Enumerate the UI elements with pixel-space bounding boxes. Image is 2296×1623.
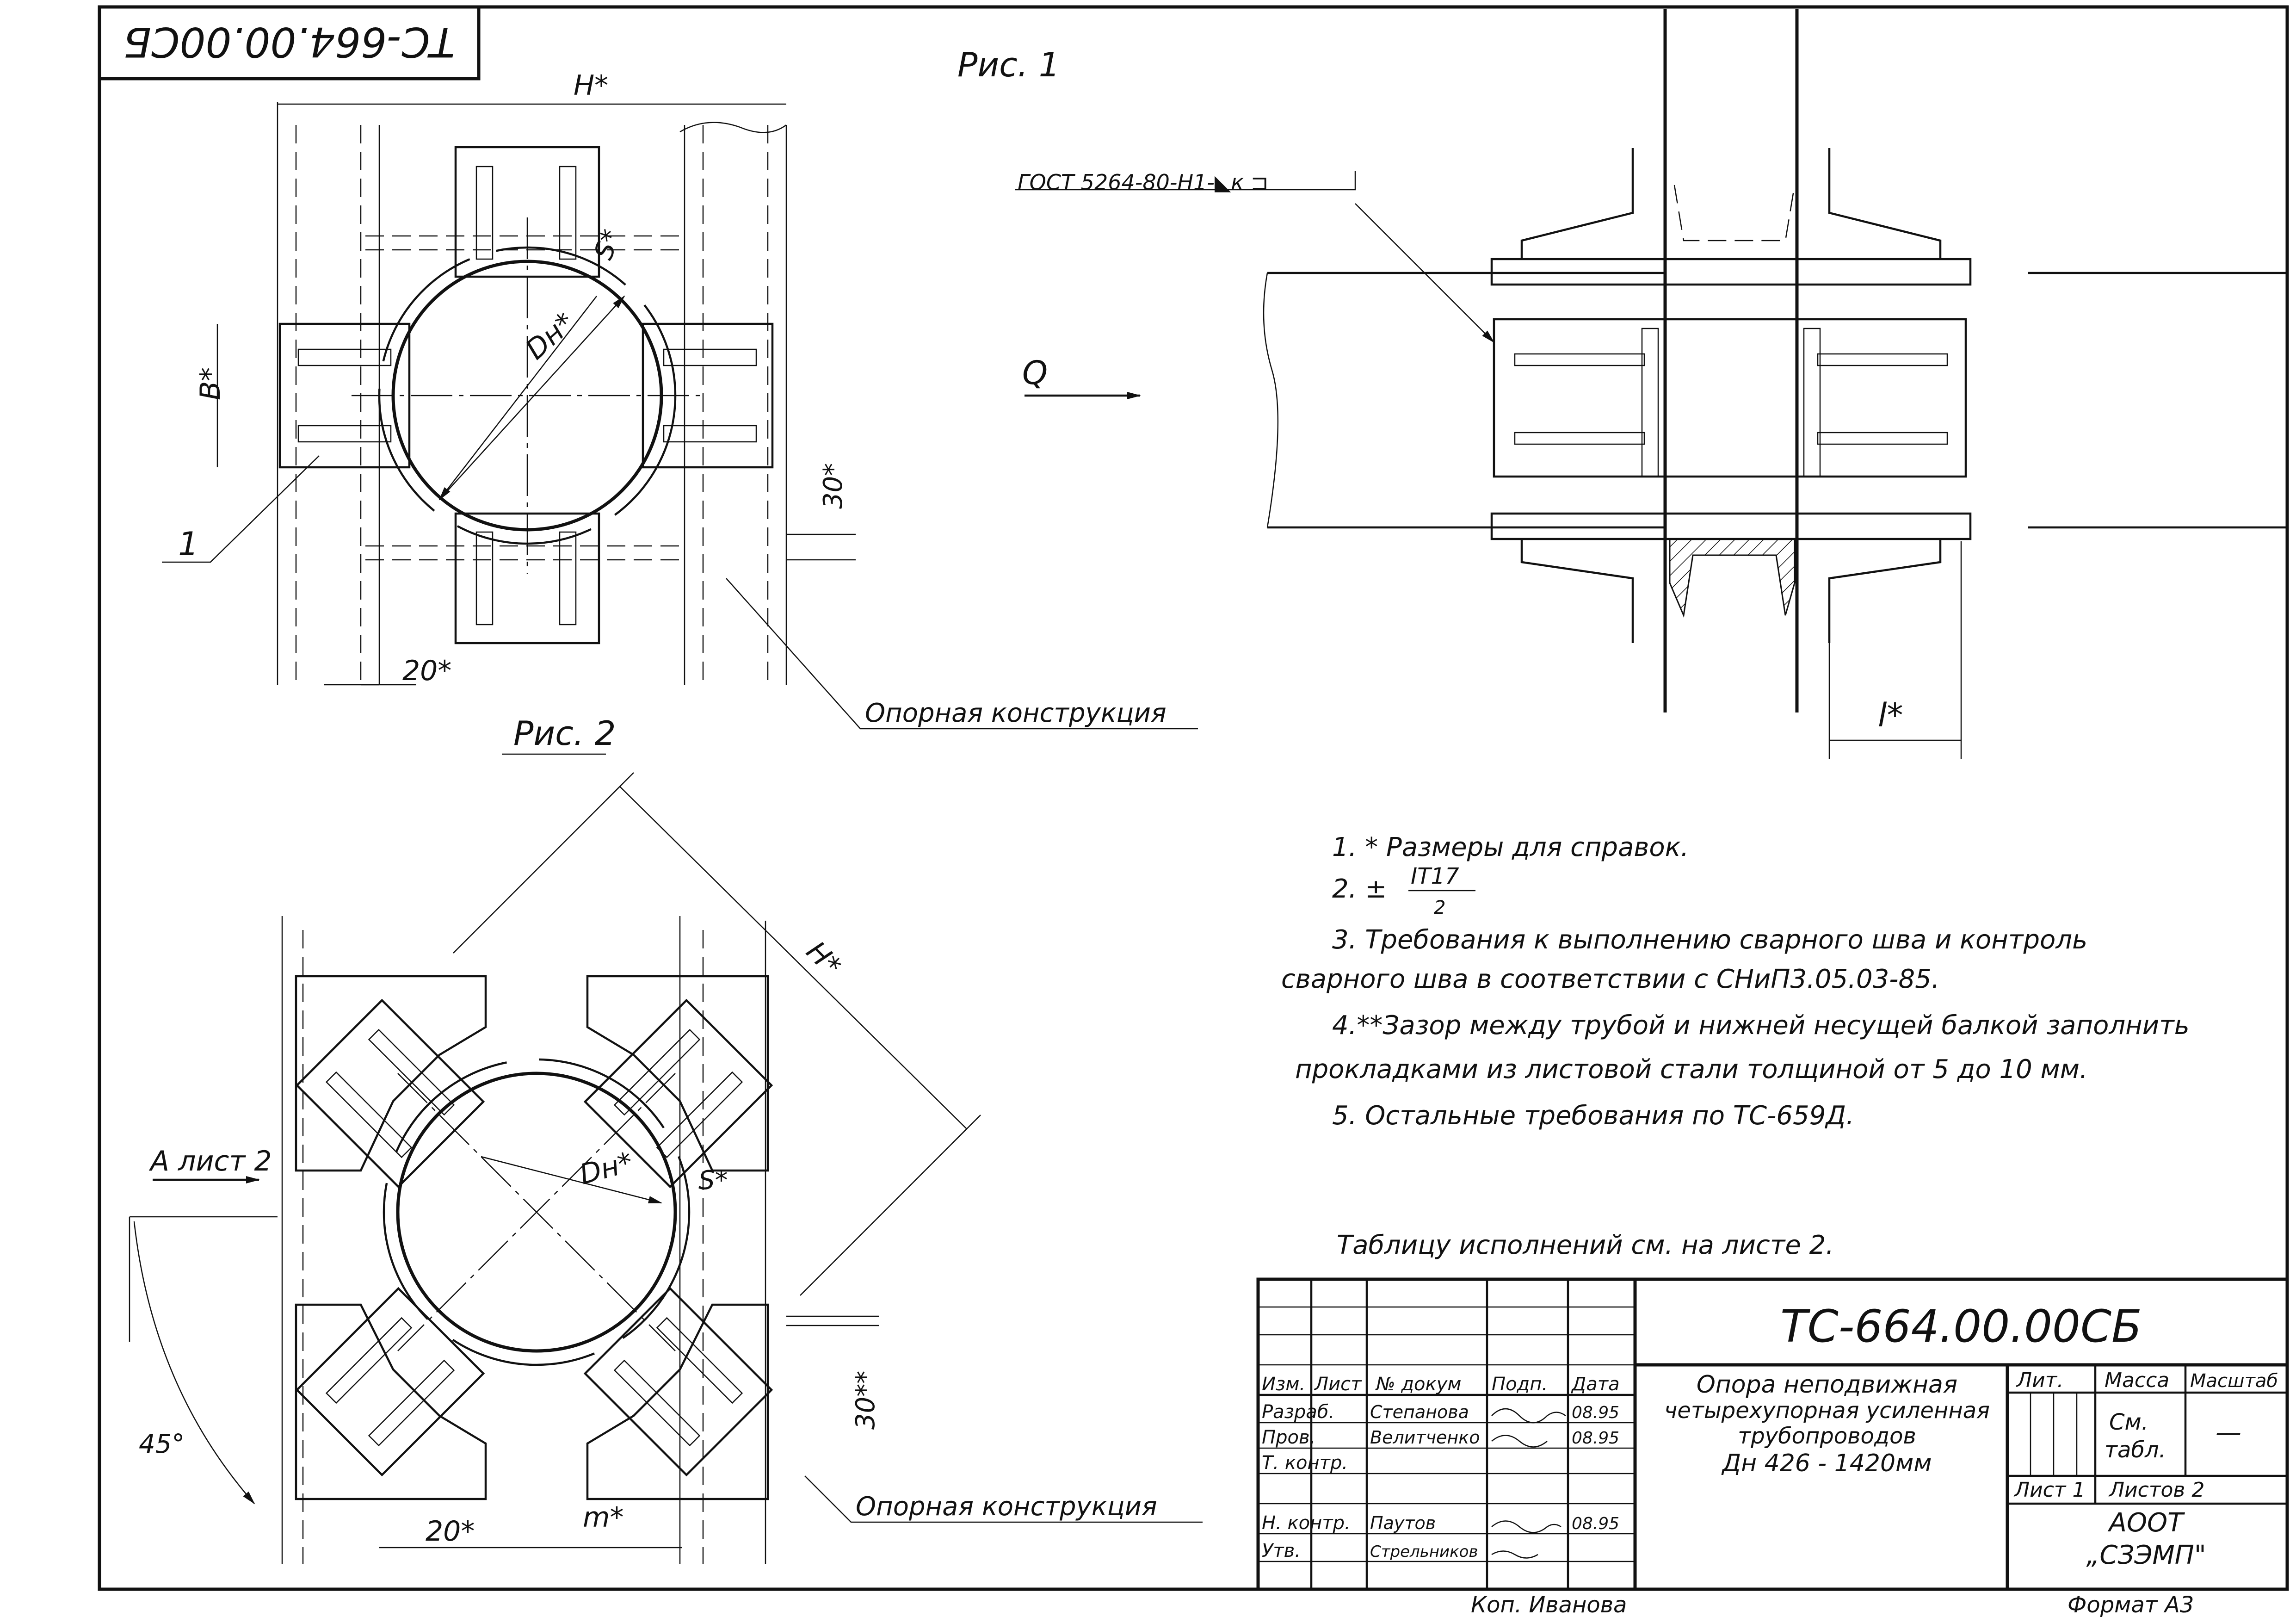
- title-block: Изм. Лист № докум Подп. Дата Разраб. Про…: [1256, 1277, 2289, 1591]
- copied-by: Коп. Иванова: [1471, 1592, 1627, 1618]
- name-utv: Стрельников: [1370, 1542, 1478, 1561]
- format-label: Формат А3: [2068, 1592, 2194, 1618]
- doc-name-line2: четырехупорная усиленная: [1664, 1398, 1990, 1424]
- note-2-denominator: 2: [1434, 897, 1445, 918]
- fig1-dim-h: H*: [574, 69, 608, 102]
- fig1-plan-view: Рис. 1: [162, 45, 1198, 730]
- note-3a: 3. Требования к выполнению сварного шва …: [1332, 925, 2087, 955]
- role-prov: Пров.: [1262, 1427, 1315, 1448]
- fig2-view-label: A лист 2: [148, 1145, 272, 1177]
- note-3b: сварного шва в соответствии с СНиП3.05.0…: [1281, 964, 1940, 994]
- doc-name-line1: Опора неподвижная: [1697, 1371, 1957, 1399]
- signature-nkontr: [1491, 1520, 1562, 1533]
- weld-symbol: ГОСТ 5264-80-Н1-◣к ⊐: [1018, 170, 1268, 195]
- notes-block: 1. * Размеры для справок. 2. ± IT17 2 3.…: [1281, 832, 2190, 1260]
- fig2-dim-20: 20*: [426, 1515, 475, 1548]
- fig2-angle: 45°: [139, 1429, 185, 1459]
- fig2-dim-dn: Dн*: [576, 1146, 636, 1191]
- fig2-dim-s: S*: [698, 1165, 728, 1196]
- signature-utv: [1491, 1550, 1538, 1559]
- fig1-dim-s: S*: [588, 226, 627, 264]
- mass-value-1: См.: [2109, 1409, 2148, 1435]
- fig1-dim-30: 30*: [818, 463, 848, 509]
- hdr-date: Дата: [1571, 1374, 1620, 1395]
- mass-value-2: табл.: [2105, 1437, 2166, 1463]
- scale-value: —: [2216, 1418, 2241, 1448]
- fig1-dim-dn: Dн*: [519, 306, 581, 366]
- fig1-dim-l: l*: [1878, 696, 1903, 734]
- name-nkontr: Паутов: [1370, 1513, 1436, 1533]
- top-stamp-text: ТС-664.00.00СБ: [123, 18, 455, 66]
- fig2-dim-30: 30**: [851, 1371, 881, 1430]
- fig1-title: Рис. 1: [957, 45, 1060, 84]
- force-label: Q: [1022, 354, 1048, 392]
- note-4b: прокладками из листовой стали толщиной о…: [1295, 1054, 2088, 1084]
- note-5: 5. Остальные требования по ТС-659Д.: [1332, 1101, 1854, 1131]
- date-prov: 08.95: [1572, 1429, 1619, 1448]
- mass-label: Масса: [2105, 1369, 2169, 1392]
- name-razrab: Степанова: [1370, 1402, 1469, 1422]
- hdr-docnum: № докум: [1375, 1374, 1461, 1395]
- fig1-callout-1: 1: [178, 525, 199, 563]
- fig1-side-view: ГОСТ 5264-80-Н1-◣к ⊐ Q: [1015, 9, 2287, 759]
- fig1-support-label: Опорная конструкция: [865, 698, 1167, 728]
- date-razrab: 08.95: [1572, 1403, 1619, 1422]
- fig1-dim-20: 20*: [402, 655, 451, 687]
- note-1: 1. * Размеры для справок.: [1332, 832, 1689, 862]
- hdr-sign: Подп.: [1492, 1374, 1548, 1395]
- sheet-label: Лист 1: [2013, 1478, 2085, 1502]
- fig2-title: Рис. 2: [513, 714, 616, 753]
- table-reference: Таблицу исполнений см. на листе 2.: [1337, 1230, 1834, 1260]
- hdr-list: Лист: [1314, 1374, 1362, 1395]
- role-tkontr: Т. контр.: [1262, 1452, 1348, 1474]
- role-razrab: Разраб.: [1262, 1401, 1334, 1423]
- fig2-support-label: Опорная конструкция: [856, 1492, 1157, 1522]
- top-stamp-box: ТС-664.00.00СБ: [98, 5, 481, 81]
- signature-razrab: [1491, 1408, 1566, 1424]
- doc-name-line3: трубопроводов: [1738, 1423, 1916, 1449]
- scale-label: Масштаб: [2190, 1370, 2278, 1392]
- fig1-dim-b: B*: [194, 367, 227, 400]
- org-line2: „СЗЭМП": [2086, 1540, 2206, 1570]
- doc-number: ТС-664.00.00СБ: [1780, 1301, 2142, 1352]
- lit-label: Лит.: [2016, 1369, 2063, 1392]
- note-4a: 4.**Зазор между трубой и нижней несущей …: [1332, 1010, 2190, 1041]
- hdr-izm: Изм.: [1262, 1374, 1305, 1395]
- name-prov: Велитченко: [1370, 1427, 1480, 1448]
- date-nkontr: 08.95: [1572, 1514, 1619, 1533]
- note-2-prefix: 2. ±: [1332, 874, 1387, 904]
- fig2-dim-m: m*: [583, 1501, 623, 1534]
- fig2-view: Рис. 2: [129, 714, 1203, 1564]
- org-line1: АООТ: [2108, 1508, 2185, 1538]
- signature-prov: [1491, 1435, 1548, 1448]
- role-nkontr: Н. контр.: [1262, 1512, 1351, 1534]
- role-utv: Утв.: [1262, 1540, 1301, 1561]
- note-2-numerator: IT17: [1411, 863, 1459, 889]
- sheet-frame: [98, 5, 2289, 1591]
- sheets-label: Листов 2: [2108, 1478, 2204, 1502]
- fig2-dim-h: H*: [800, 935, 847, 983]
- doc-name-line4: Дн 426 - 1420мм: [1721, 1450, 1932, 1477]
